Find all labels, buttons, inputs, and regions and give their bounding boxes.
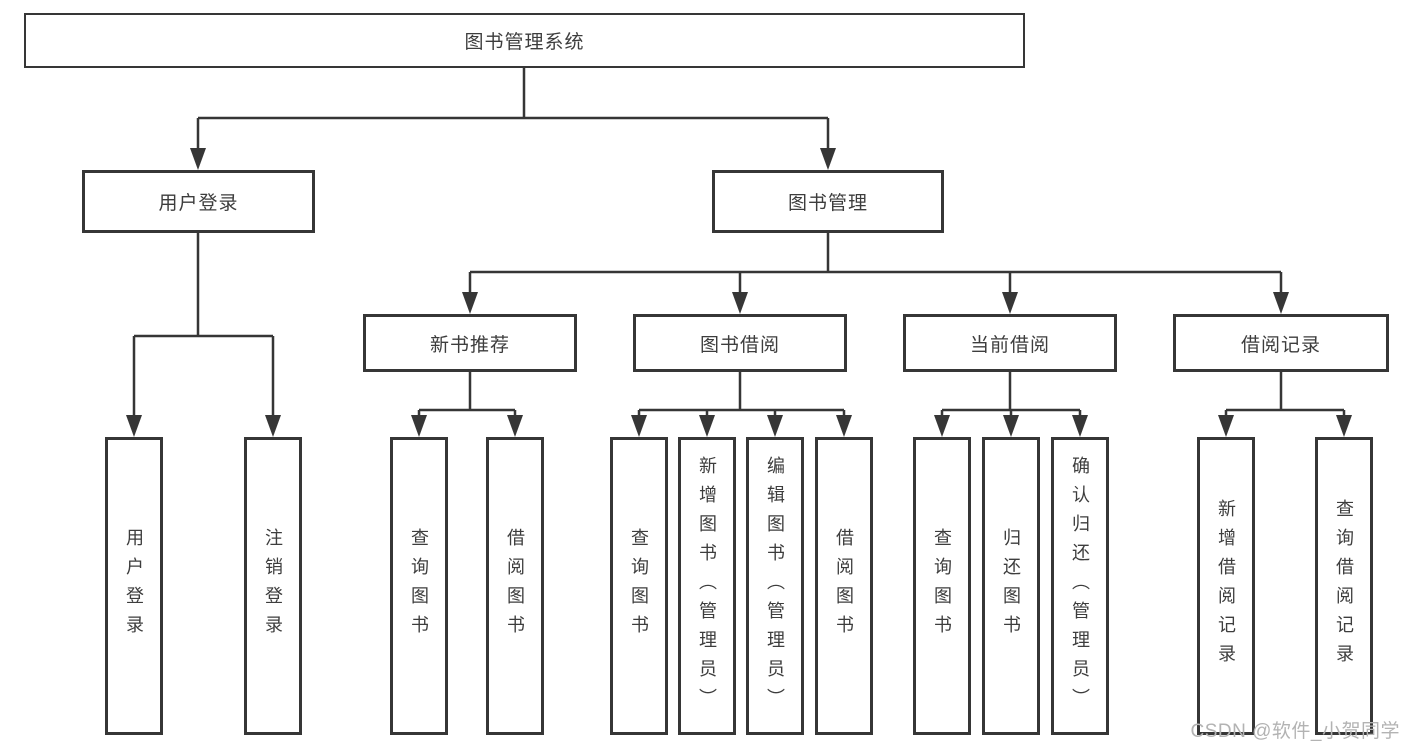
leaf-borrow-books-recommend: 借阅图书 bbox=[486, 437, 544, 735]
node-label: 归还图书 bbox=[1001, 528, 1021, 644]
node-label: 注销登录 bbox=[263, 528, 283, 644]
arrow-icon bbox=[767, 415, 783, 437]
node-label: 借阅图书 bbox=[505, 528, 525, 644]
node-new-book-recommend: 新书推荐 bbox=[363, 314, 577, 372]
node-label: 查询图书 bbox=[932, 528, 952, 644]
arrow-icon bbox=[1336, 415, 1352, 437]
node-current-borrow: 当前借阅 bbox=[903, 314, 1117, 372]
arrow-icon bbox=[1002, 292, 1018, 314]
arrow-icon bbox=[190, 148, 206, 170]
leaf-borrow-books: 借阅图书 bbox=[815, 437, 873, 735]
node-label: 当前借阅 bbox=[969, 334, 1050, 356]
node-label: 图书管理 bbox=[787, 193, 868, 214]
arrow-icon bbox=[1003, 415, 1019, 437]
leaf-add-book-admin: 新增图书（管理员） bbox=[678, 437, 736, 735]
arrow-icon bbox=[1218, 415, 1234, 437]
node-borrow-records: 借阅记录 bbox=[1173, 314, 1389, 372]
node-label: 编辑图书（管理员） bbox=[765, 455, 785, 717]
node-label: 查询图书 bbox=[409, 528, 429, 644]
node-label: 查询图书 bbox=[629, 528, 649, 644]
leaf-user-login: 用户登录 bbox=[105, 437, 163, 735]
node-label: 图书借阅 bbox=[699, 334, 780, 356]
node-library-management-system: 图书管理系统 bbox=[24, 13, 1025, 68]
csdn-watermark: CSDN @软件_小贺同学 bbox=[1190, 721, 1400, 742]
leaf-query-borrow-record: 查询借阅记录 bbox=[1315, 437, 1373, 735]
leaf-query-books-borrow: 查询图书 bbox=[610, 437, 668, 735]
leaf-return-books: 归还图书 bbox=[982, 437, 1040, 735]
arrow-icon bbox=[1072, 415, 1088, 437]
node-label: 用户登录 bbox=[124, 528, 144, 644]
arrow-icon bbox=[411, 415, 427, 437]
node-label: 新增借阅记录 bbox=[1216, 499, 1236, 673]
node-label: 确认归还（管理员） bbox=[1070, 455, 1090, 717]
node-label: 查询借阅记录 bbox=[1334, 499, 1354, 673]
arrow-icon bbox=[265, 415, 281, 437]
arrow-icon bbox=[1273, 292, 1289, 314]
leaf-edit-book-admin: 编辑图书（管理员） bbox=[746, 437, 804, 735]
leaf-logout: 注销登录 bbox=[244, 437, 302, 735]
node-user-login: 用户登录 bbox=[82, 170, 315, 233]
node-label: 新书推荐 bbox=[429, 334, 510, 356]
leaf-add-borrow-record: 新增借阅记录 bbox=[1197, 437, 1255, 735]
leaf-query-books-recommend: 查询图书 bbox=[390, 437, 448, 735]
node-label: 用户登录 bbox=[158, 193, 239, 214]
arrow-icon bbox=[732, 292, 748, 314]
node-label: 新增图书（管理员） bbox=[697, 455, 717, 717]
leaf-query-books-current: 查询图书 bbox=[913, 437, 971, 735]
arrow-icon bbox=[699, 415, 715, 437]
node-book-management: 图书管理 bbox=[712, 170, 944, 233]
arrow-icon bbox=[126, 415, 142, 437]
arrow-icon bbox=[934, 415, 950, 437]
node-book-borrow: 图书借阅 bbox=[633, 314, 847, 372]
arrow-icon bbox=[507, 415, 523, 437]
node-label: 借阅记录 bbox=[1240, 334, 1321, 356]
leaf-confirm-return-admin: 确认归还（管理员） bbox=[1051, 437, 1109, 735]
arrow-icon bbox=[631, 415, 647, 437]
node-label: 图书管理系统 bbox=[464, 32, 585, 53]
node-label: 借阅图书 bbox=[834, 528, 854, 644]
arrow-icon bbox=[836, 415, 852, 437]
arrow-icon bbox=[820, 148, 836, 170]
arrow-icon bbox=[462, 292, 478, 314]
